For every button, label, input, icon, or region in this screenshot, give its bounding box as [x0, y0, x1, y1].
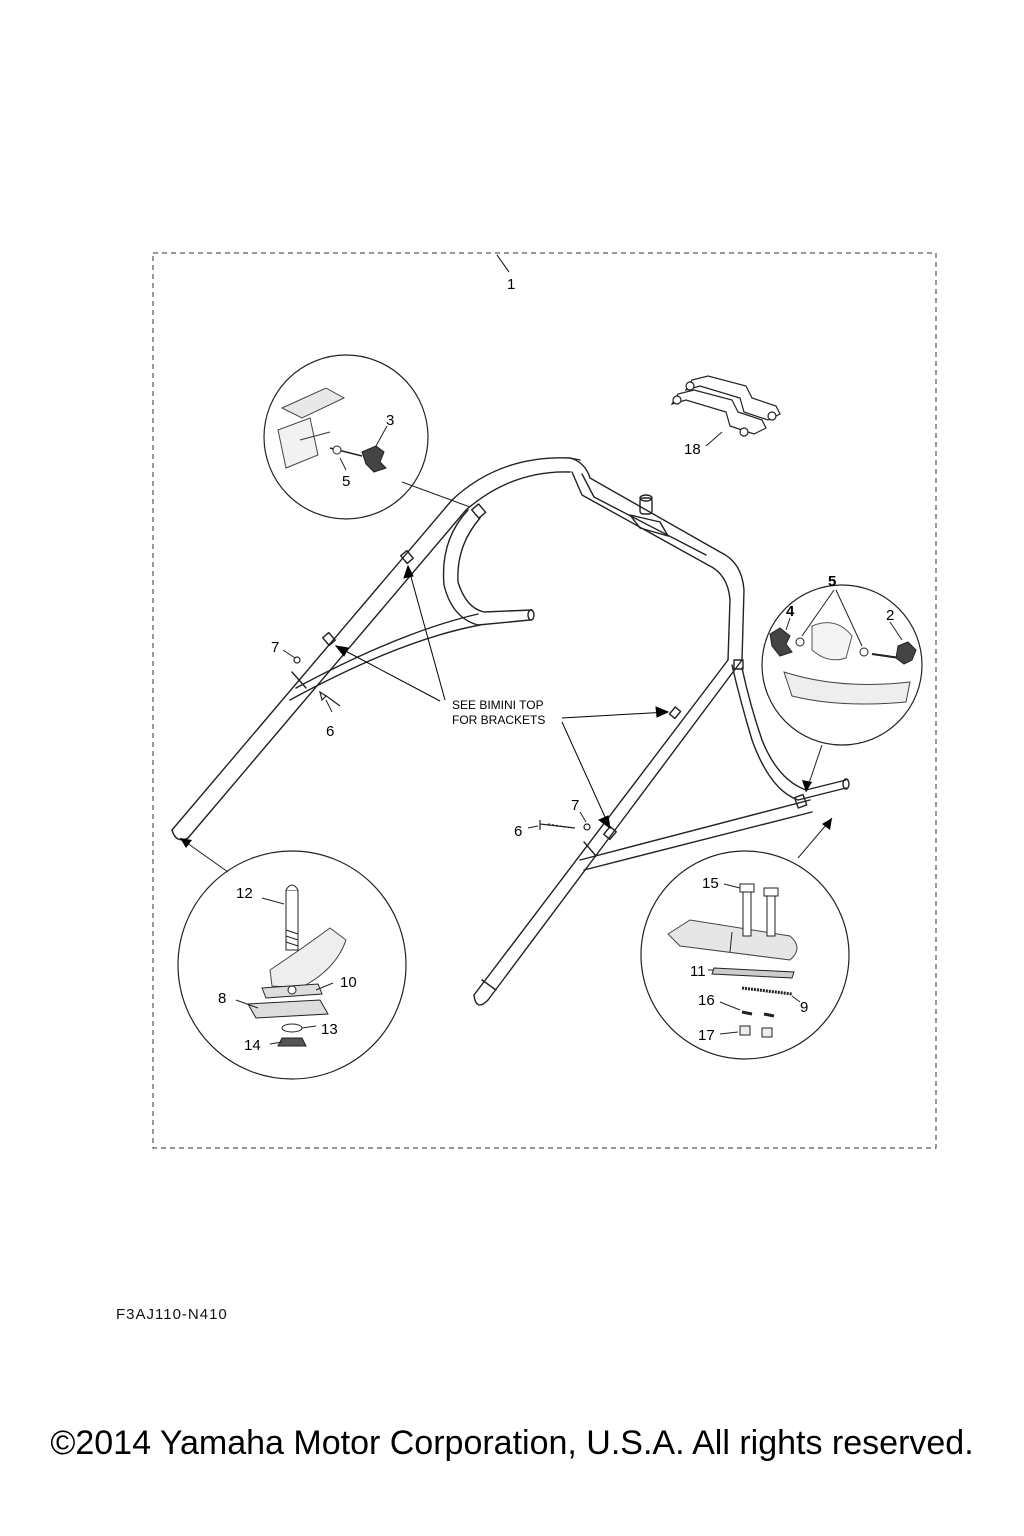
assembly-boundary: [152, 252, 937, 1149]
callout-10: 10: [340, 974, 357, 991]
callout-5-upper-left: 5: [342, 473, 350, 490]
callout-7-left: 7: [271, 639, 279, 656]
callout-3: 3: [386, 412, 394, 429]
callout-12: 12: [236, 885, 253, 902]
callout-4: 4: [786, 603, 795, 620]
copyright-notice: ©2014 Yamaha Motor Corporation, U.S.A. A…: [50, 1424, 974, 1462]
arrow-detail-mount-right: [822, 818, 832, 830]
detail-knob-right: [761, 584, 923, 746]
callout-5-right: 5: [828, 573, 836, 590]
callout-13: 13: [321, 1021, 338, 1038]
bracket-plates-18: [670, 375, 781, 437]
arrow-detail-right: [802, 780, 812, 792]
leader-6-left: [325, 699, 333, 713]
callout-9: 9: [800, 999, 808, 1016]
bimini-arrows: [334, 564, 670, 830]
leader-detail-knob-top: [401, 481, 471, 508]
callout-18: 18: [684, 441, 701, 458]
bimini-note-line1: SEE BIMINI TOP: [452, 698, 544, 712]
callout-6-right: 6: [514, 823, 522, 840]
callout-17: 17: [698, 1027, 715, 1044]
leader-7-left: [282, 649, 296, 659]
detail-mount-left: [177, 850, 407, 1080]
tower-frame: [171, 457, 850, 1006]
leader-6-right: [527, 825, 539, 829]
callout-1: 1: [507, 276, 515, 293]
callout-2: 2: [886, 607, 894, 624]
callout-7-right: 7: [571, 797, 579, 814]
callout-11: 11: [690, 963, 706, 980]
detail-knob-top: [263, 354, 429, 520]
callout-16: 16: [698, 992, 715, 1009]
bimini-note-line2: FOR BRACKETS: [452, 713, 545, 727]
callout-8: 8: [218, 990, 226, 1007]
diagram-code: F3AJ110-N410: [116, 1306, 228, 1323]
leader-7-right: [579, 811, 587, 823]
detail-mount-right: [640, 850, 850, 1060]
arrow-detail-mount-left: [180, 838, 192, 848]
leader-18: [705, 431, 723, 447]
callout-6-left: 6: [326, 723, 334, 740]
callout-15: 15: [702, 875, 719, 892]
callout-14: 14: [244, 1037, 261, 1054]
loose-hardware: [293, 656, 591, 831]
leader-1: [496, 254, 510, 273]
